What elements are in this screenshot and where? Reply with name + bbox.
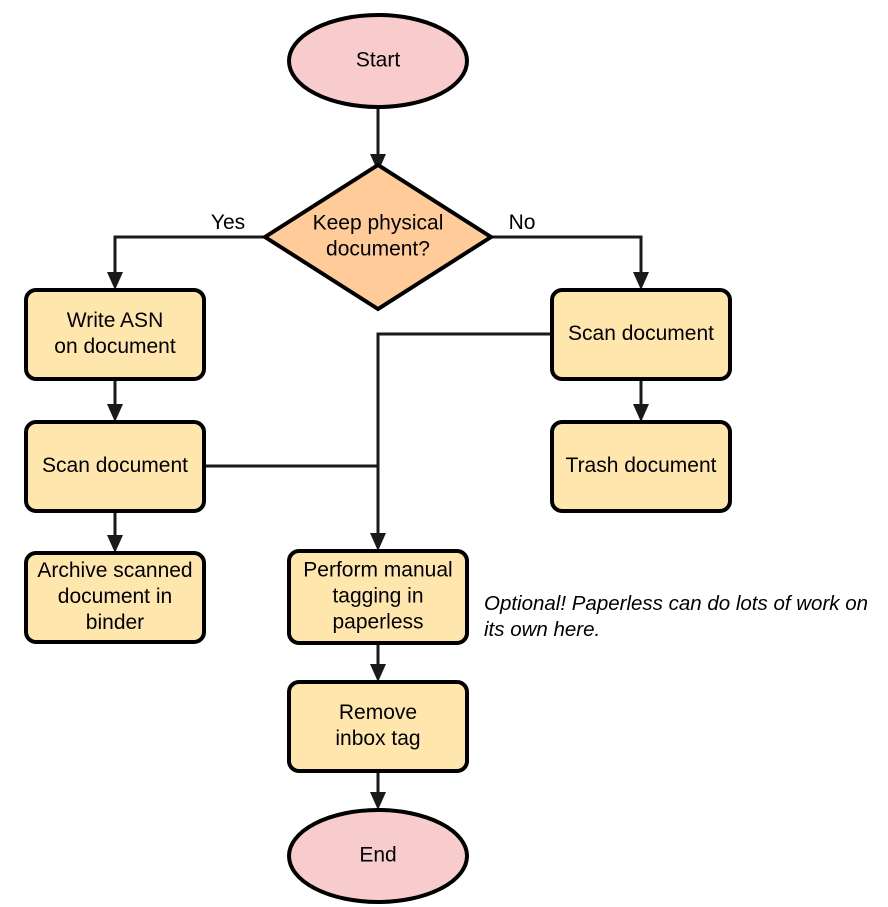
node-scan-right[interactable]: Scan document bbox=[550, 288, 732, 381]
edge-remove-tag-to-end bbox=[370, 771, 386, 810]
svg-text:Trash document: Trash document bbox=[566, 454, 717, 477]
edge-path bbox=[113, 235, 265, 278]
arrowhead-icon bbox=[107, 272, 123, 290]
svg-text:on document: on document bbox=[54, 335, 176, 358]
svg-text:paperless: paperless bbox=[332, 611, 423, 634]
process-shape bbox=[24, 420, 206, 513]
svg-text:document in: document in bbox=[58, 585, 172, 608]
node-label: Keep physical document? bbox=[313, 212, 444, 261]
edge-scan-right-to-trash bbox=[633, 379, 649, 422]
edge-path bbox=[491, 235, 643, 278]
edges-layer: Yes No bbox=[107, 108, 649, 810]
node-write-asn[interactable]: Write ASN on document bbox=[24, 288, 206, 381]
svg-text:End: End bbox=[359, 844, 396, 867]
node-remove-inbox-tag[interactable]: Remove inbox tag bbox=[287, 680, 469, 773]
terminator-shape bbox=[287, 13, 469, 109]
node-archive-binder[interactable]: Archive scanned document in binder bbox=[24, 551, 206, 644]
process-shape bbox=[24, 551, 206, 644]
edge-decision-to-write-asn: Yes bbox=[107, 211, 265, 290]
annotation-line: Optional! Paperless can do lots of work … bbox=[484, 592, 868, 615]
svg-text:Scan document: Scan document bbox=[42, 454, 188, 477]
edge-decision-to-scan-right: No bbox=[491, 211, 649, 290]
svg-text:Keep physical: Keep physical bbox=[313, 212, 444, 235]
svg-text:binder: binder bbox=[86, 611, 144, 634]
node-label: Remove inbox tag bbox=[335, 701, 420, 750]
svg-text:document?: document? bbox=[326, 238, 430, 261]
node-label: Trash document bbox=[566, 454, 717, 477]
arrowhead-icon bbox=[370, 533, 386, 551]
process-shape bbox=[550, 420, 732, 513]
terminator-shape bbox=[287, 808, 469, 904]
annotations-layer: Optional! Paperless can do lots of work … bbox=[484, 592, 868, 641]
node-scan-left[interactable]: Scan document bbox=[24, 420, 206, 513]
node-trash[interactable]: Trash document bbox=[550, 420, 732, 513]
node-label: Archive scanned document in binder bbox=[37, 559, 192, 634]
edge-manual-tagging-to-remove-tag bbox=[370, 643, 386, 682]
arrowhead-icon bbox=[107, 535, 123, 553]
svg-text:Archive scanned: Archive scanned bbox=[37, 559, 192, 582]
process-shape bbox=[24, 288, 206, 381]
node-label: Scan document bbox=[568, 322, 714, 345]
edge-scan-left-to-archive bbox=[107, 511, 123, 553]
svg-text:Scan document: Scan document bbox=[568, 322, 714, 345]
edge-label-no: No bbox=[509, 211, 536, 234]
node-label: Start bbox=[356, 49, 401, 72]
node-keep-physical[interactable]: Keep physical document? bbox=[261, 162, 495, 312]
node-label: Scan document bbox=[42, 454, 188, 477]
edge-scan-right-to-manual-tagging bbox=[370, 332, 552, 551]
arrowhead-icon bbox=[633, 272, 649, 290]
process-shape bbox=[550, 288, 732, 381]
svg-text:Remove: Remove bbox=[339, 701, 417, 724]
svg-text:Write ASN: Write ASN bbox=[67, 309, 163, 332]
arrowhead-icon bbox=[370, 664, 386, 682]
node-label: End bbox=[359, 844, 396, 867]
decision-shape bbox=[261, 162, 495, 312]
annotation-optional-note: Optional! Paperless can do lots of work … bbox=[484, 592, 868, 641]
node-start[interactable]: Start bbox=[287, 13, 469, 109]
edge-start-to-decision bbox=[370, 108, 386, 172]
process-shape bbox=[287, 680, 469, 773]
edge-write-asn-to-scan-left bbox=[107, 379, 123, 422]
arrowhead-icon bbox=[370, 792, 386, 810]
edge-label-yes: Yes bbox=[211, 211, 245, 234]
arrowhead-icon bbox=[633, 404, 649, 422]
annotation-line: its own here. bbox=[484, 618, 600, 641]
arrowhead-icon bbox=[107, 404, 123, 422]
process-shape bbox=[287, 549, 469, 645]
svg-text:tagging in: tagging in bbox=[332, 585, 423, 608]
node-end[interactable]: End bbox=[287, 808, 469, 904]
edge-path bbox=[376, 332, 552, 539]
svg-text:Perform manual: Perform manual bbox=[303, 559, 452, 582]
node-label: Write ASN on document bbox=[54, 309, 176, 358]
node-label: Perform manual tagging in paperless bbox=[303, 559, 452, 634]
svg-text:inbox tag: inbox tag bbox=[335, 727, 420, 750]
node-manual-tagging[interactable]: Perform manual tagging in paperless bbox=[287, 549, 469, 645]
svg-text:Start: Start bbox=[356, 49, 401, 72]
